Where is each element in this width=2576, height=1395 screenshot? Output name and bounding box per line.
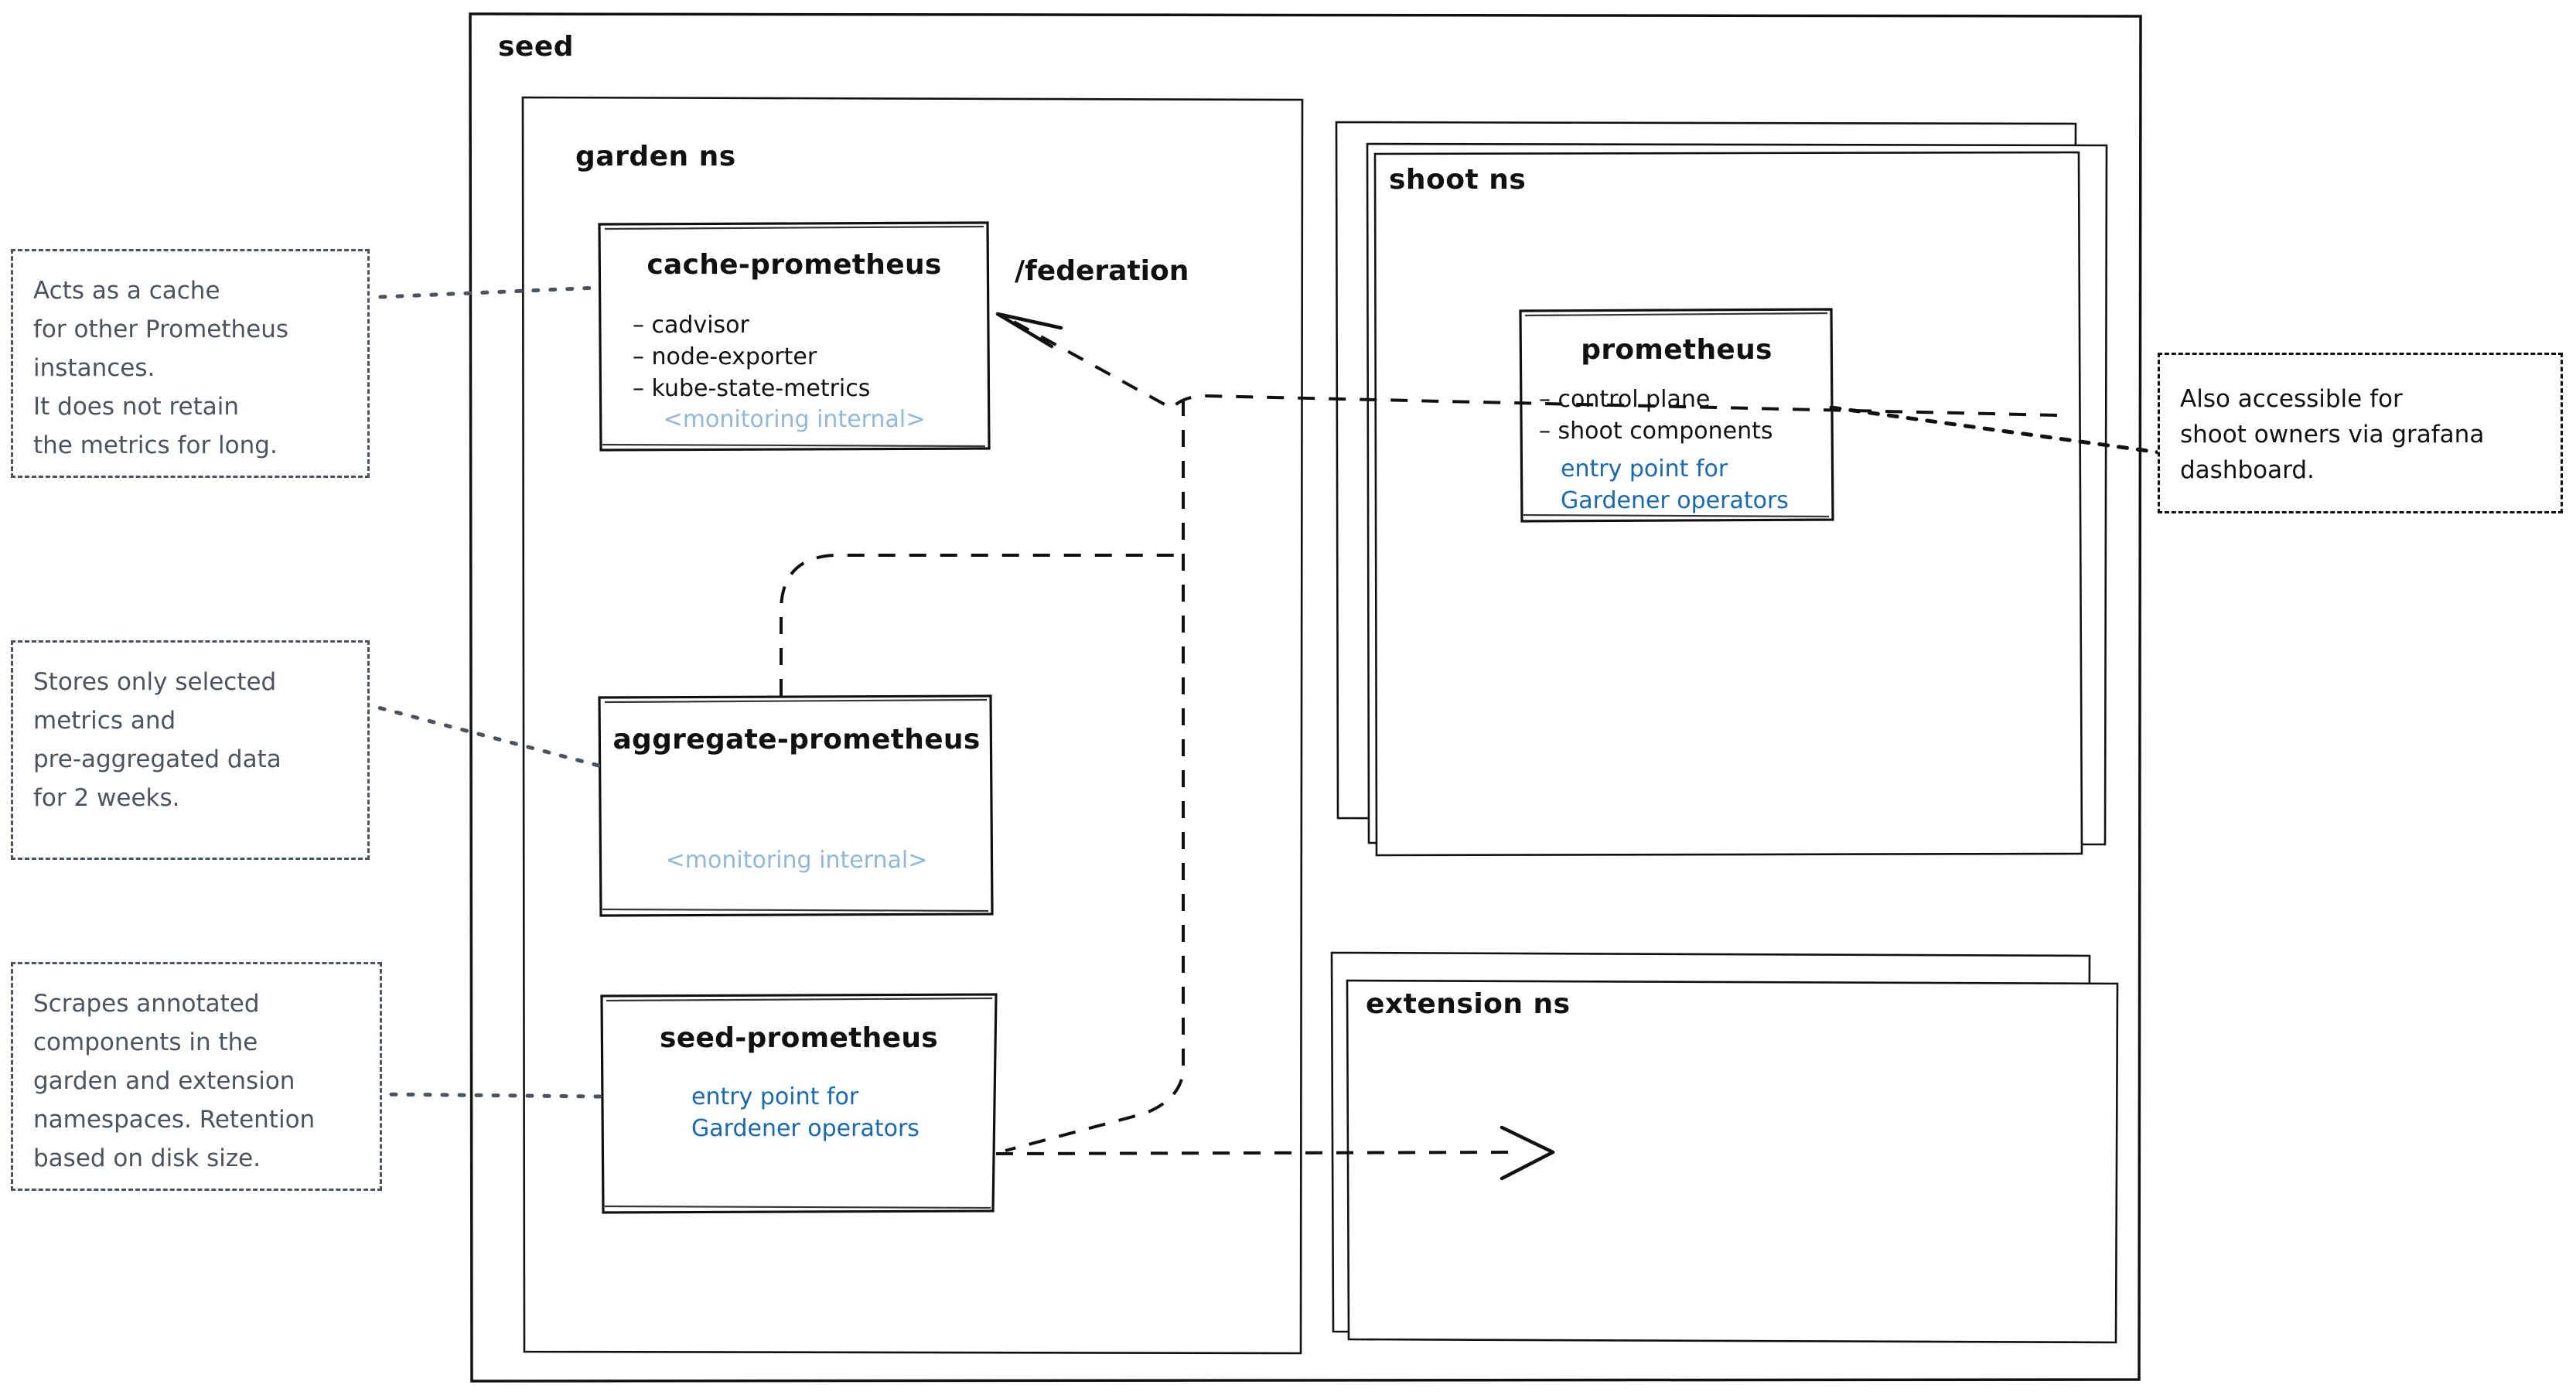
aggregate-prometheus-accent: <monitoring internal> [665, 847, 928, 874]
node-shoot-prometheus-box [1519, 308, 1834, 523]
note-aggregate-prometheus-text: Stores only selected metrics and pre-agg… [33, 668, 281, 812]
cache-prometheus-title: cache-prometheus [647, 249, 942, 281]
connector-shoot-note [1829, 405, 2161, 455]
edge-trunk-vertical [1005, 399, 1185, 1152]
note-seed-prometheus: Scrapes annotated components in the gard… [11, 962, 382, 1191]
note-cache-prometheus-text: Acts as a cache for other Prometheus ins… [33, 277, 289, 459]
cache-prometheus-items: – cadvisor – node-exporter – kube-state-… [633, 312, 871, 402]
label-garden-ns: garden ns [575, 141, 736, 172]
node-aggregate-prometheus-box [598, 694, 994, 917]
shoot-prometheus-items: – control plane – shoot components [1539, 386, 1773, 445]
cache-prometheus-accent: <monitoring internal> [663, 406, 926, 433]
edge-aggregate-to-trunk [780, 554, 1182, 696]
label-shoot-ns: shoot ns [1389, 164, 1527, 196]
shoot-prometheus-accent: entry point for Gardener operators [1561, 455, 1789, 514]
label-extension-ns: extension ns [1366, 988, 1571, 1020]
edge-seed-to-extension [995, 1125, 1555, 1181]
edge-shoot-to-cache [995, 312, 2058, 417]
seed-prometheus-accent: entry point for Gardener operators [691, 1083, 920, 1142]
connector-aggregate-note [361, 701, 601, 768]
node-seed-prometheus-box [600, 993, 998, 1214]
connector-seed-note [372, 1092, 602, 1099]
label-seed: seed [498, 31, 575, 63]
connector-cache-note [361, 285, 601, 300]
note-shoot-prometheus: Also accessible for shoot owners via gra… [2158, 353, 2563, 513]
note-cache-prometheus: Acts as a cache for other Prometheus ins… [11, 249, 370, 478]
note-shoot-prometheus-text: Also accessible for shoot owners via gra… [2180, 385, 2485, 484]
aggregate-prometheus-title: aggregate-prometheus [612, 724, 981, 755]
seed-prometheus-title: seed-prometheus [660, 1022, 938, 1054]
container-extension-ns-stack [1330, 951, 2119, 1344]
shoot-prometheus-title: prometheus [1581, 334, 1772, 366]
note-seed-prometheus-text: Scrapes annotated components in the gard… [33, 990, 316, 1172]
node-cache-prometheus-box [598, 221, 991, 452]
label-federation: /federation [1015, 255, 1189, 287]
note-aggregate-prometheus: Stores only selected metrics and pre-agg… [11, 640, 370, 860]
